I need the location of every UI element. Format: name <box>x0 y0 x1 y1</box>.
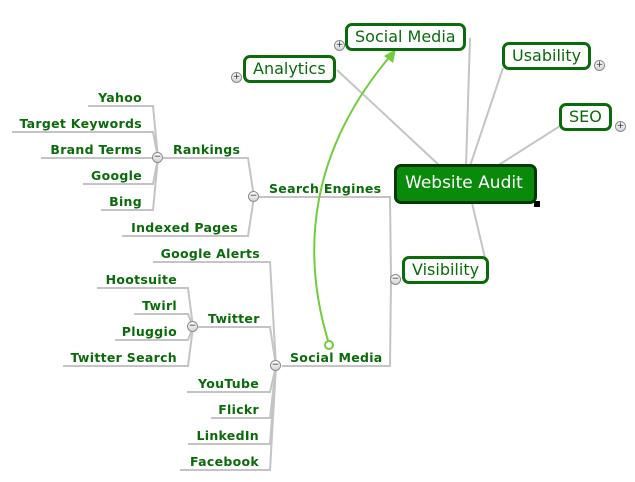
expand-toggle-icon[interactable]: + <box>334 40 345 51</box>
relationship-start-handle[interactable] <box>324 340 334 350</box>
subtopic-search-engines[interactable]: Search Engines <box>269 181 382 196</box>
topic-social-media[interactable]: Social Media <box>345 23 466 51</box>
connector-twitter-hootsuite <box>97 287 194 328</box>
connector-root-social-media <box>465 37 471 167</box>
resize-handle[interactable] <box>534 201 540 207</box>
collapse-toggle-icon[interactable]: − <box>390 274 401 285</box>
collapse-toggle-icon[interactable]: − <box>152 152 163 163</box>
connector-search-engines-rankings <box>163 157 255 198</box>
connector-social-google-alerts <box>153 261 277 367</box>
subtopic-twitter-search[interactable]: Twitter Search <box>70 350 177 365</box>
topic-visibility[interactable]: Visibility <box>402 256 490 284</box>
connector-twitter-search <box>63 326 194 367</box>
subtopic-indexed-pages[interactable]: Indexed Pages <box>131 220 238 235</box>
subtopic-linkedin[interactable]: LinkedIn <box>196 428 259 443</box>
topic-label: Usability <box>512 46 582 65</box>
subtopic-rankings[interactable]: Rankings <box>173 142 241 157</box>
subtopic-yahoo[interactable]: Yahoo <box>98 90 142 105</box>
root-topic-website-audit[interactable]: Website Audit <box>394 164 537 204</box>
expand-toggle-icon[interactable]: + <box>615 121 626 132</box>
subtopic-flickr[interactable]: Flickr <box>218 402 259 417</box>
subtopic-youtube[interactable]: YouTube <box>198 376 259 391</box>
topic-seo[interactable]: SEO <box>559 103 612 131</box>
relationship-arrow <box>313 53 393 345</box>
expand-toggle-icon[interactable]: + <box>231 72 242 83</box>
connector-visibility-search-engines <box>259 196 398 280</box>
subtopic-hootsuite[interactable]: Hootsuite <box>105 272 177 287</box>
subtopic-bing[interactable]: Bing <box>109 194 142 209</box>
topic-label: Visibility <box>412 260 480 279</box>
collapse-toggle-icon[interactable]: − <box>248 191 259 202</box>
subtopic-twirl[interactable]: Twirl <box>142 298 177 313</box>
topic-usability[interactable]: Usability <box>502 42 592 70</box>
connector-rankings-bing <box>101 157 159 211</box>
connector-social-facebook <box>180 365 277 471</box>
subtopic-google-alerts[interactable]: Google Alerts <box>160 246 260 261</box>
connector-root-seo <box>496 125 561 167</box>
subtopic-google[interactable]: Google <box>91 168 142 183</box>
topic-label: Analytics <box>253 59 326 78</box>
subtopic-target-keywords[interactable]: Target Keywords <box>19 116 142 131</box>
topic-analytics[interactable]: Analytics <box>243 55 336 83</box>
connector-root-analytics <box>336 69 441 167</box>
subtopic-social-media[interactable]: Social Media <box>290 350 383 365</box>
connector-root-usability <box>469 67 504 167</box>
expand-toggle-icon[interactable]: + <box>594 60 605 71</box>
subtopic-facebook[interactable]: Facebook <box>190 454 259 469</box>
topic-label: Social Media <box>355 27 456 46</box>
connector-rankings-yahoo <box>88 105 159 159</box>
connector-rankings-target <box>12 131 159 159</box>
connector-root-visibility <box>471 202 486 259</box>
connector-social-twitter <box>198 326 277 367</box>
topic-label: SEO <box>569 107 602 126</box>
relationship-arrowhead <box>384 49 396 63</box>
subtopic-brand-terms[interactable]: Brand Terms <box>50 142 142 157</box>
root-topic-label: Website Audit <box>405 173 523 193</box>
collapse-toggle-icon[interactable]: − <box>187 321 198 332</box>
subtopic-pluggio[interactable]: Pluggio <box>121 324 177 339</box>
subtopic-twitter[interactable]: Twitter <box>208 311 260 326</box>
connector-search-engines-indexed <box>122 196 255 237</box>
collapse-toggle-icon[interactable]: − <box>270 360 281 371</box>
